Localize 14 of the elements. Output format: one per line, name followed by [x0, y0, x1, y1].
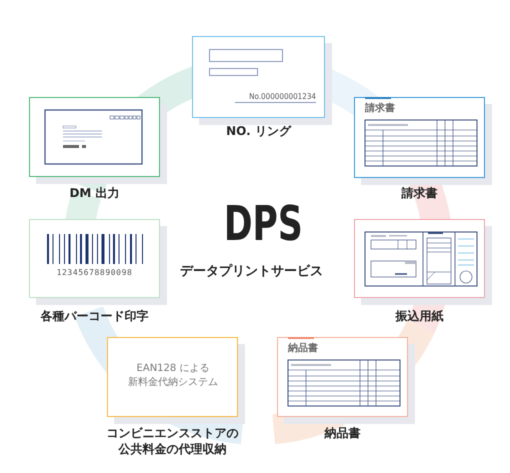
card-caption: NO. リング — [225, 123, 292, 139]
card-caption: コンビニエンスストアの公共料金の代理収納 — [106, 425, 240, 457]
card-text: EAN128 による新料金代納システム — [127, 362, 219, 390]
card-caption: 各種バーコード印字 — [40, 308, 150, 324]
card-caption: DM 出力 — [68, 185, 121, 201]
serial-number: No.000000001234 — [235, 92, 316, 103]
barcode-digits: 12345678890098 — [56, 268, 134, 277]
document-heading: 納品書 — [288, 342, 318, 355]
subtitle: データプリントサービス — [180, 262, 323, 280]
card-caption: 振込用紙 — [394, 308, 444, 324]
title: DPS — [224, 196, 303, 252]
card-caption: 納品書 — [323, 425, 362, 441]
document-heading: 請求書 — [365, 102, 395, 115]
card-caption: 請求書 — [400, 185, 438, 201]
